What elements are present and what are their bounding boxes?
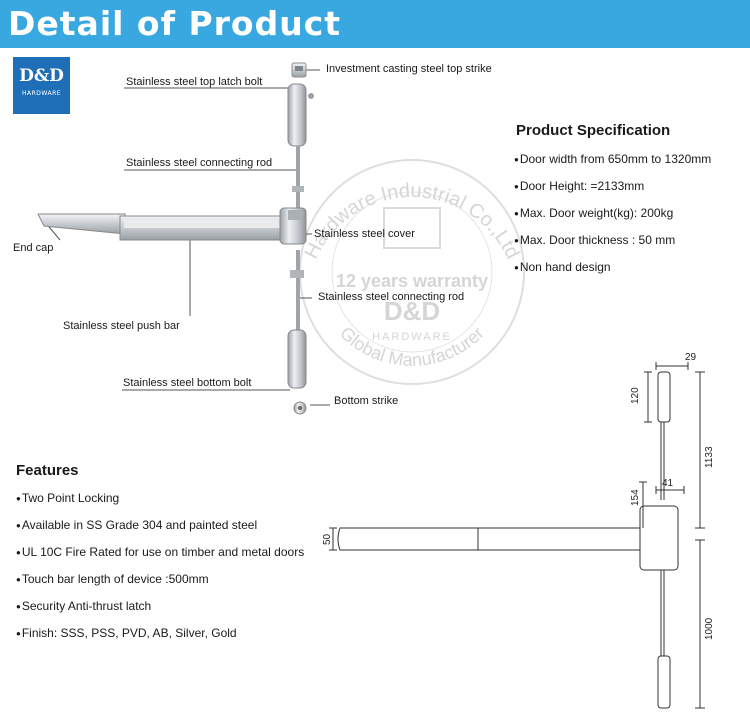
feature-item: UL 10C Fire Rated for use on timber and … [16,544,304,571]
feature-item: Finish: SSS, PSS, PVD, AB, Silver, Gold [16,625,304,652]
feature-item: Two Point Locking [16,490,304,517]
spec-item: Max. Door thickness : 50 mm [514,232,711,259]
brand-logo: D&D HARDWARE [13,57,70,114]
dim-50: 50 [322,533,333,545]
bottom-connecting-rod-part [296,250,300,334]
page-title: Detail of Product [8,4,342,43]
features-list: Two Point Locking Available in SS Grade … [16,490,304,652]
dim-1000: 1000 [704,617,715,640]
header-banner: Detail of Product [0,0,750,48]
label-connecting-rod-top: Stainless steel connecting rod [126,157,273,169]
dim-41: 41 [662,478,674,489]
feature-item: Security Anti-thrust latch [16,598,304,625]
spec-item: Non hand design [514,259,711,286]
logo-main-text: D&D [19,66,64,86]
feature-item: Touch bar length of device :500mm [16,571,304,598]
label-top-latch-bolt: Stainless steel top latch bolt [126,76,263,88]
top-strike-part [291,62,307,78]
technical-drawing [329,362,705,709]
dim-120: 120 [630,387,641,404]
top-latch-bolt-part [287,83,314,147]
features-title: Features [16,462,79,479]
cover-part [279,207,307,245]
leader-lines [39,69,330,406]
logo-sub-text: HARDWARE [21,90,62,97]
watermark-arc-bottom: Global Manufacturer [336,323,488,370]
dim-1133: 1133 [704,446,715,468]
label-end-cap: End cap [13,242,54,254]
top-connecting-rod-part [296,146,300,208]
bottom-strike-part [293,401,307,415]
watermark-brand: D&D [384,296,440,326]
label-top-strike: Investment casting steel top strike [326,63,492,75]
feature-item: Available in SS Grade 304 and painted st… [16,517,304,544]
label-bottom-strike: Bottom strike [334,395,399,407]
spec-item: Door width from 650mm to 1320mm [514,151,711,178]
spec-item: Door Height: =2133mm [514,178,711,205]
label-bottom-bolt: Stainless steel bottom bolt [123,377,252,389]
bottom-bolt-part [287,329,307,389]
spec-title: Product Specification [516,122,671,139]
rod-clip-top [292,186,304,192]
spec-list: Door width from 650mm to 1320mm Door Hei… [514,151,711,286]
push-bar-part [37,213,291,241]
dim-29: 29 [685,352,697,363]
rod-clip-bottom [290,270,304,278]
watermark-brand-sub: HARDWARE [372,331,452,343]
dim-154: 154 [630,489,641,506]
label-push-bar: Stainless steel push bar [63,320,180,332]
dimension-labels: 29 120 1133 41 154 50 1000 [322,352,715,640]
watermark-warranty: 12 years warranty [336,271,488,291]
watermark: Hardware Industrial Co.,Ltd 12 years war… [299,159,525,385]
label-cover: Stainless steel cover [314,228,415,240]
spec-item: Max. Door weight(kg): 200kg [514,205,711,232]
label-connecting-rod-bottom: Stainless steel connecting rod [318,291,465,303]
